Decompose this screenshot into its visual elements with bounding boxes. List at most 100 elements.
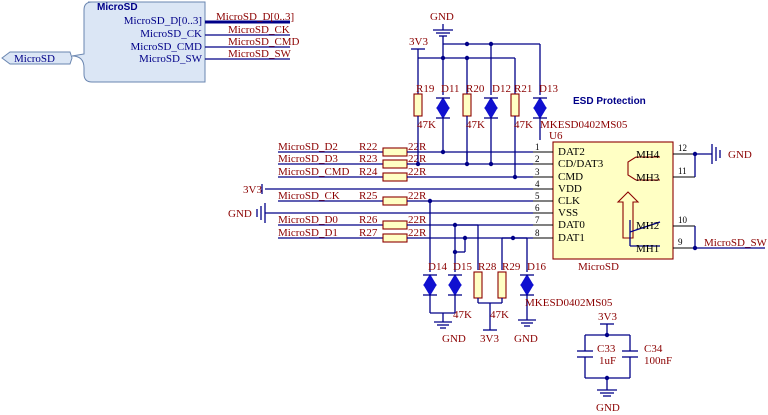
left-3v3-label: 3V3: [243, 184, 262, 196]
net-d0: MicroSD_D0: [278, 214, 338, 226]
sheet-port-ck: MicroSD_CK: [140, 28, 202, 40]
u6-mh4-name: MH4: [636, 149, 660, 161]
u6-mh2-name: MH2: [636, 220, 659, 232]
caps-gnd-label: GND: [596, 402, 620, 414]
port-arrow[interactable]: [1, 51, 73, 65]
r19-val: 47K: [417, 119, 436, 131]
u6-body[interactable]: [552, 141, 674, 260]
c34-ref: C34: [644, 343, 663, 355]
r19-ref: R19: [416, 83, 435, 95]
r20-ref: R20: [466, 83, 485, 95]
bottom-gnd-symbol-2: [518, 319, 536, 327]
u6-pin7-num: 7: [535, 215, 540, 225]
c34-val: 100nF: [644, 355, 672, 367]
resistor-r23[interactable]: [382, 159, 408, 169]
bottom-gnd-label-2: GND: [514, 333, 538, 345]
resistor-r21[interactable]: [510, 58, 520, 173]
r28-val: 47K: [453, 309, 472, 321]
sheet-symbol-title: MicroSD: [97, 2, 138, 13]
d13-ref: D13: [539, 83, 558, 95]
caps-3v3-label: 3V3: [598, 311, 617, 323]
u6-pin2-name: CD/DAT3: [558, 158, 604, 170]
net-d2: MicroSD_D2: [278, 141, 338, 153]
u6-pin3-name: CMD: [558, 171, 583, 183]
diode-d13[interactable]: [533, 44, 547, 124]
card-outline-icon: [616, 156, 661, 247]
right-gnd-symbol: [711, 144, 721, 164]
u6-pin10-num: 10: [678, 215, 688, 225]
r20-val: 47K: [466, 119, 485, 131]
net-cmd-row: MicroSD_CMD: [278, 166, 350, 178]
resistor-r28[interactable]: [473, 271, 483, 303]
net-cmd: MicroSD_CMD: [228, 36, 300, 48]
top-gnd-symbol: [433, 24, 540, 45]
net-data-bus: MicroSD_D[0..3]: [216, 11, 294, 23]
resistor-r20[interactable]: [462, 58, 472, 160]
left-gnd-symbol: [256, 203, 266, 223]
d12-ref: D12: [492, 83, 511, 95]
resistor-r22[interactable]: [382, 147, 408, 157]
u6-name: MicroSD: [578, 261, 619, 273]
sheet-symbol[interactable]: [71, 1, 206, 83]
net-d1: MicroSD_D1: [278, 227, 338, 239]
d15-ref: D15: [453, 261, 472, 273]
right-gnd-label: GND: [728, 149, 752, 161]
resistor-r24[interactable]: [382, 172, 408, 182]
capacitor-c34[interactable]: [622, 335, 638, 378]
diode-d15[interactable]: [448, 274, 462, 313]
bottom-gnd-symbol-1: [434, 321, 452, 329]
r27-ref: R27: [359, 227, 378, 239]
sheet-port-cmd: MicroSD_CMD: [130, 41, 202, 53]
sheet-port-sw: MicroSD_SW: [139, 53, 203, 65]
d14-ref: D14: [428, 261, 447, 273]
r25-val: 22R: [408, 190, 427, 202]
u6-pin5-num: 5: [535, 191, 540, 201]
u6-pin6-name: VSS: [558, 207, 578, 219]
diode-d14[interactable]: [423, 274, 437, 313]
resistor-r19[interactable]: [413, 58, 423, 130]
sheet-port-data: MicroSD_D[0..3]: [124, 15, 202, 27]
r26-val: 22R: [408, 214, 427, 226]
r29-ref: R29: [502, 261, 521, 273]
resistor-r27[interactable]: [382, 233, 408, 243]
d11-ref: D11: [441, 83, 460, 95]
net-ck: MicroSD_CK: [228, 24, 290, 36]
u6-pin9-num: 9: [678, 237, 683, 247]
resistor-r25[interactable]: [382, 196, 408, 206]
u6-pin5-name: CLK: [558, 195, 580, 207]
r23-ref: R23: [359, 153, 378, 165]
bottom-3v3-label: 3V3: [480, 333, 499, 345]
u6-mh1-name: MH1: [636, 243, 659, 255]
c33-val: 1uF: [599, 355, 616, 367]
u6-pin6-num: 6: [535, 203, 540, 213]
net-sw: MicroSD_SW: [228, 48, 292, 60]
top-diode-part: MKESD0402MS05: [540, 119, 628, 131]
u6-pin2-num: 2: [535, 154, 540, 164]
c33-ref: C33: [597, 343, 616, 355]
u6-ref: U6: [549, 130, 563, 142]
r25-ref: R25: [359, 190, 378, 202]
r29-val: 47K: [490, 309, 509, 321]
r27-val: 22R: [408, 227, 427, 239]
resistor-r26[interactable]: [382, 220, 408, 230]
u6-pin3-num: 3: [535, 167, 540, 177]
diode-d12[interactable]: [484, 44, 498, 160]
capacitor-c33[interactable]: [577, 335, 593, 378]
u6-pin8-name: DAT1: [558, 232, 585, 244]
top-3v3-label: 3V3: [409, 36, 428, 48]
diode-d16[interactable]: [520, 274, 534, 320]
net-sw-right: MicroSD_SW: [704, 237, 768, 249]
r26-ref: R26: [359, 214, 378, 226]
r21-val: 47K: [514, 119, 533, 131]
resistor-r29[interactable]: [497, 271, 507, 303]
r24-val: 22R: [408, 166, 427, 178]
net-d3: MicroSD_D3: [278, 153, 338, 165]
top-3v3-symbol: [411, 48, 515, 59]
d16-ref: D16: [527, 261, 546, 273]
diode-d11[interactable]: [436, 44, 450, 148]
r21-ref: R21: [514, 83, 532, 95]
esd-protection-title: ESD Protection: [573, 96, 646, 107]
u6-pin8-num: 8: [535, 228, 540, 238]
